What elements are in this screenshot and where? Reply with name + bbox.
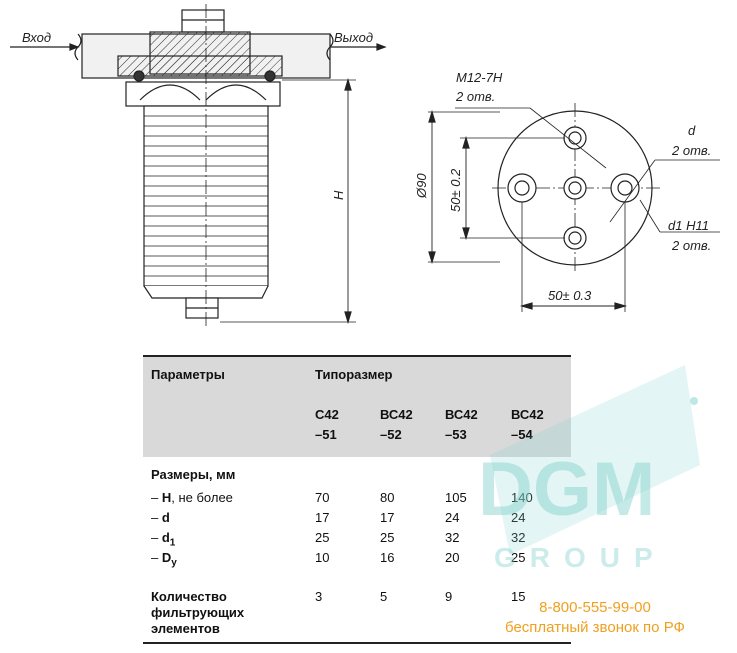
free-call-note: бесплатный звонок по РФ <box>505 619 685 636</box>
thread-label: M12-7H <box>456 70 503 85</box>
hole-left <box>507 173 537 203</box>
phone-number[interactable]: 8-800-555-99-00 <box>539 599 651 616</box>
row-suffix: , не более <box>171 490 233 505</box>
row-prefix: – <box>151 550 162 565</box>
table-cell: 105 <box>445 490 467 505</box>
table-cell: 25 <box>315 530 330 545</box>
table-cell: 20 <box>445 550 460 565</box>
outlet-label: Выход <box>334 30 373 45</box>
table-header: Параметры Типоразмер С42 –51 ВС42 –52 ВС… <box>143 355 571 457</box>
col-1-line2: –51 <box>315 427 337 442</box>
table-cell: 3 <box>315 589 323 604</box>
row-label-dy: – Dy <box>151 550 177 572</box>
col-2-line1: ВС42 <box>380 407 413 422</box>
row-prefix: – <box>151 490 162 505</box>
side-view <box>10 4 387 328</box>
row-label-d1: – d1 <box>151 530 175 552</box>
d1-label: d1 H11 <box>668 218 709 233</box>
table-cell: 24 <box>445 510 460 525</box>
hole-center <box>563 176 587 200</box>
vertical-dim-label: 50± 0.2 <box>448 168 463 212</box>
seal-right <box>264 70 276 82</box>
row-prefix: – <box>151 510 162 525</box>
d1-count: 2 отв. <box>671 238 711 253</box>
inlet-label: Вход <box>22 30 51 45</box>
top-view <box>428 103 720 312</box>
count-label-3: элементов <box>151 621 220 636</box>
count-label-2: фильтрующих <box>151 605 245 620</box>
row-symbol: H <box>161 490 172 505</box>
size-header: Типоразмер <box>315 367 393 382</box>
d-label: d <box>688 123 696 138</box>
section-title: Размеры, мм <box>151 467 236 482</box>
horizontal-dim-label: 50± 0.3 <box>548 288 592 303</box>
inlet-arrowhead <box>69 43 80 51</box>
row-symbol: D <box>161 550 172 565</box>
contact-block: 8-800-555-99-00 бесплатный звонок по РФ <box>470 598 720 638</box>
col-1-line1: С42 <box>315 407 339 422</box>
table-cell: 25 <box>511 550 526 565</box>
table-cell: 9 <box>445 589 453 604</box>
col-4-line2: –54 <box>511 427 533 442</box>
row-prefix: – <box>151 530 162 545</box>
table-cell: 5 <box>380 589 388 604</box>
table-cell: 80 <box>380 490 395 505</box>
table-cell: 32 <box>511 530 526 545</box>
table-cell: 32 <box>445 530 460 545</box>
table-cell: 140 <box>511 490 533 505</box>
count-label-1: Количество <box>151 589 227 604</box>
table-cell: 15 <box>511 589 526 604</box>
row-symbol: d <box>161 530 170 545</box>
pipe-break-right <box>326 33 334 61</box>
table-cell: 10 <box>315 550 330 565</box>
table-cell: 25 <box>380 530 395 545</box>
table-cell: 24 <box>511 510 526 525</box>
hole-bottom <box>563 226 587 250</box>
table-body: Размеры, мм – H, не более 70 80 105 140 … <box>143 457 571 644</box>
top-bolt <box>181 9 225 33</box>
table-cell: 17 <box>380 510 395 525</box>
row-symbol: d <box>161 510 170 525</box>
diameter-label: Ø90 <box>414 173 429 199</box>
spec-table: Параметры Типоразмер С42 –51 ВС42 –52 ВС… <box>143 355 571 644</box>
col-2-line2: –52 <box>380 427 402 442</box>
param-header: Параметры <box>151 367 225 382</box>
row-label-d: – d <box>151 510 170 526</box>
height-label: H <box>331 190 346 200</box>
col-3-line2: –53 <box>445 427 467 442</box>
pipe-break-left <box>74 33 82 61</box>
row-label-h: – H, не более <box>151 490 233 506</box>
thread-count: 2 отв. <box>455 89 495 104</box>
col-4-line1: ВС42 <box>511 407 544 422</box>
row-subscript: 1 <box>169 537 176 549</box>
filter-head <box>125 81 281 107</box>
row-subscript: y <box>171 557 177 569</box>
registered-icon <box>690 397 698 405</box>
table-cell: 70 <box>315 490 330 505</box>
table-cell: 16 <box>380 550 395 565</box>
table-cell: 17 <box>315 510 330 525</box>
seal-left <box>133 70 145 82</box>
col-3-line1: ВС42 <box>445 407 478 422</box>
hole-top <box>563 126 587 150</box>
technical-drawing: Вход Выход H <box>10 4 720 328</box>
outlet-arrowhead <box>376 43 387 51</box>
d-count: 2 отв. <box>671 143 711 158</box>
